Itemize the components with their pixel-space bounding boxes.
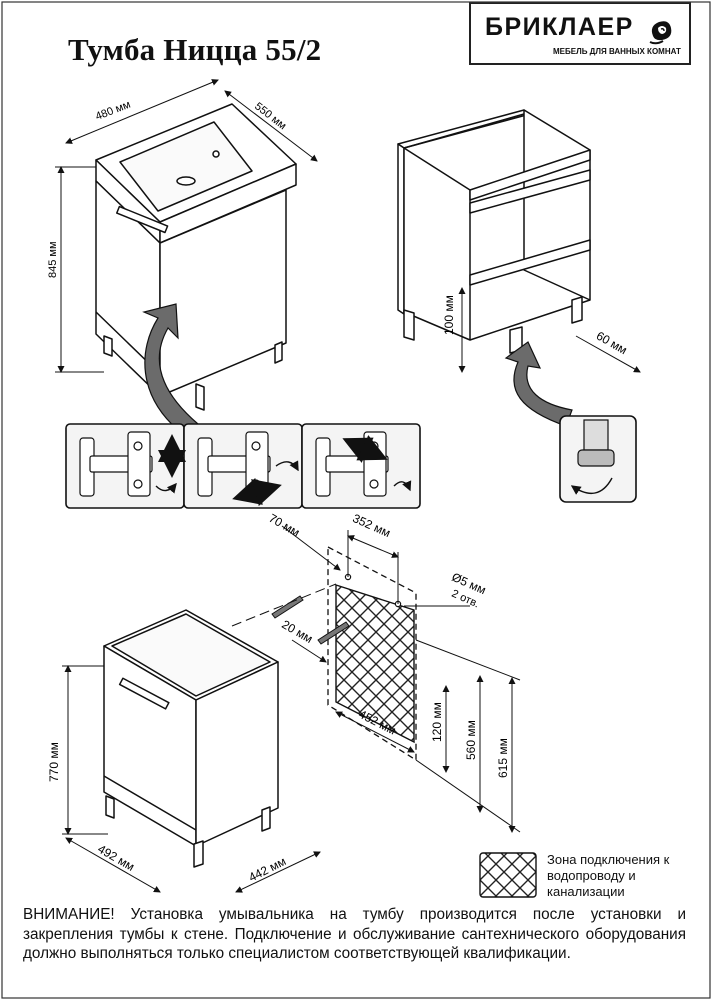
legend-label: Зона подключения к водопроводу и канализ… [547, 852, 670, 899]
dim-body-492: 492 мм [95, 842, 137, 874]
page-title: Тумба Ницца 55/2 [68, 32, 322, 67]
dim-zone-615: 615 мм [496, 738, 510, 778]
brand-tagline: МЕБЕЛЬ ДЛЯ ВАННЫХ КОМНАТ [553, 47, 681, 56]
cabinet-body-drawing [103, 583, 337, 868]
dim-offset-20: 20 мм [279, 617, 315, 646]
hinge-panels [65, 423, 421, 509]
dim-height-845: 845 мм [47, 241, 59, 278]
leg-adjust-panel [559, 415, 637, 503]
cabinet-with-basin-drawing [95, 103, 297, 411]
rose-icon [649, 21, 672, 45]
brand-name: БРИКЛАЕР [485, 13, 634, 41]
dim-leg-100: 100 мм [442, 295, 456, 335]
dim-offset-70: 70 мм [266, 511, 302, 540]
brand-logo: БРИКЛАЕР МЕБЕЛЬ ДЛЯ ВАННЫХ КОМНАТ [469, 2, 691, 65]
warning-note: ВНИМАНИЕ! Установка умывальника на тумбу… [23, 906, 686, 962]
wall-connection-zone [327, 545, 417, 762]
dim-zone-560: 560 мм [464, 720, 478, 760]
dim-leg-60: 60 мм [594, 329, 630, 358]
legend-swatch [479, 852, 537, 898]
dim-zone-120: 120 мм [430, 702, 444, 742]
dim-body-770: 770 мм [47, 742, 61, 782]
dim-span-352: 352 мм [351, 511, 393, 540]
dim-width-480: 480 мм [94, 99, 132, 123]
cabinet-frame-drawing [397, 109, 591, 354]
curved-arrow-right [504, 341, 573, 427]
curved-arrow-left [142, 303, 200, 431]
dim-body-442: 442 мм [246, 854, 288, 885]
